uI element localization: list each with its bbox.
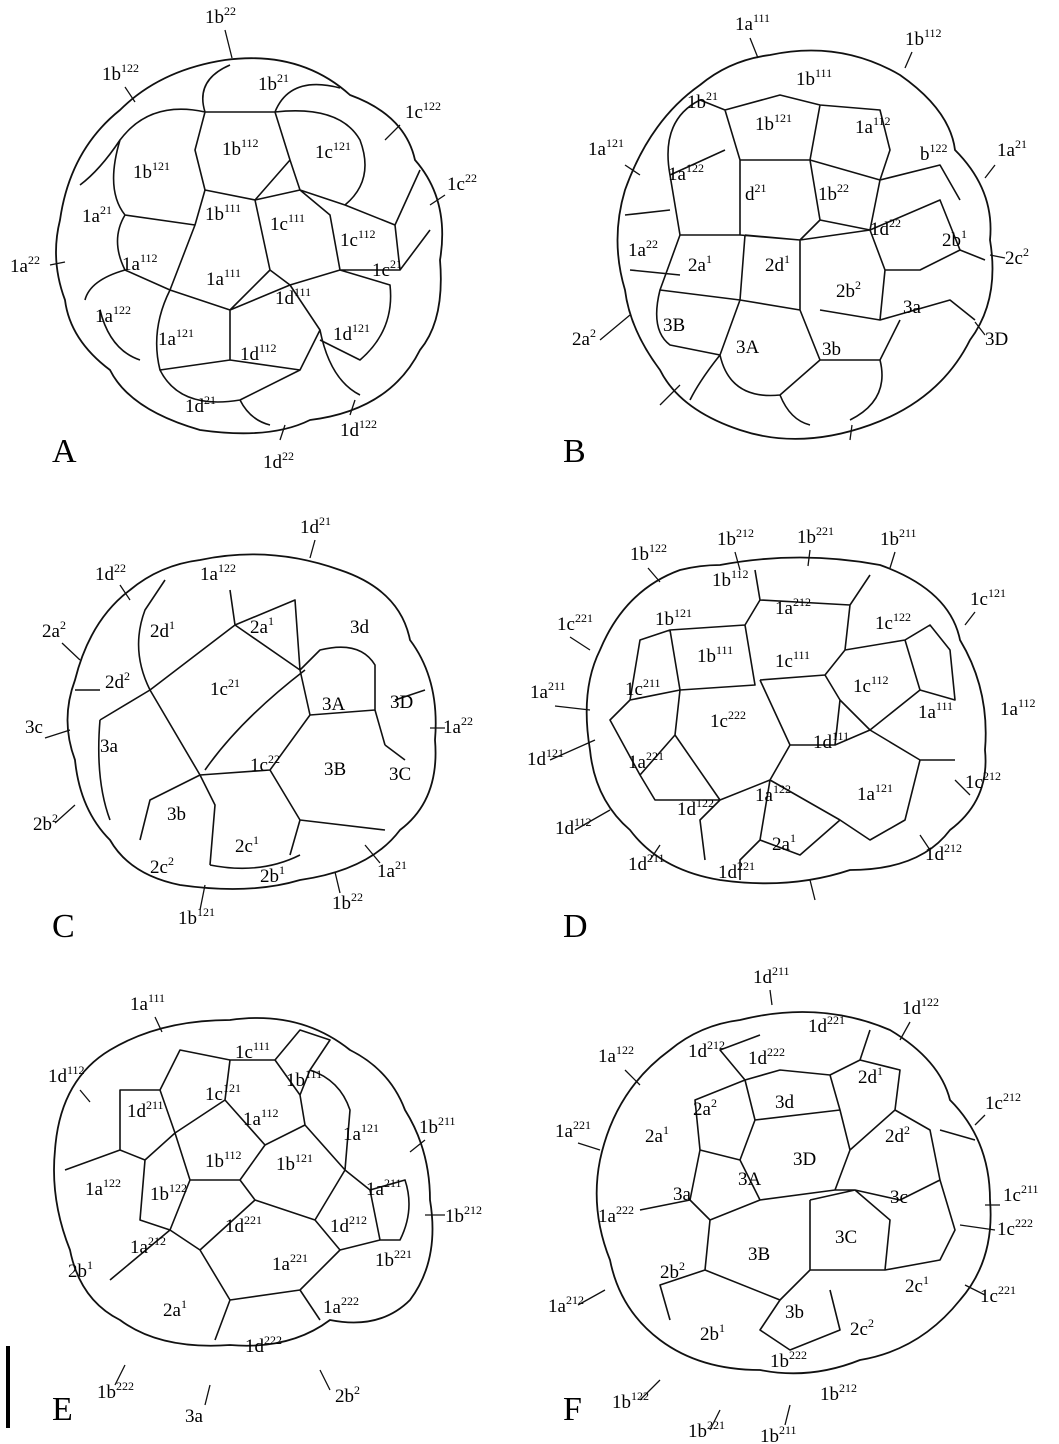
label-3b: 1d211 <box>628 851 665 875</box>
label-1b22: 3c <box>25 717 43 738</box>
label-3B: 3B <box>748 1244 770 1265</box>
label-1a111: 1b221 <box>797 524 834 548</box>
panel-D: 1a111 1b112 1b111 1b21 1b121 1a112 1a121… <box>563 11 1029 470</box>
label-1d121: 3a <box>903 297 922 318</box>
label-1b122: 3a <box>185 1406 204 1427</box>
label-3b: 3b <box>785 1302 804 1323</box>
label-2b2: 3b <box>167 804 186 825</box>
label-2d1: 3C <box>389 764 411 785</box>
panel-label-F: F <box>563 1391 582 1428</box>
label-1b212: 1b112 <box>905 26 942 50</box>
label-1c21: 1b211 <box>419 1114 456 1138</box>
label-1b211: 1b211 <box>760 1423 797 1444</box>
label-1b122: 1b122 <box>612 1389 649 1413</box>
panel-label-A: A <box>52 433 77 470</box>
panel-label-E: D <box>563 908 588 945</box>
label-1b211: 1c221 <box>557 611 593 635</box>
label-3a: 3a <box>673 1184 692 1205</box>
label-1d22: 1d22 <box>263 449 294 473</box>
label-1c22: 1c22 <box>447 171 477 195</box>
label-1b222: 1d112 <box>555 815 592 839</box>
label-1b212: 1b212 <box>820 1381 857 1405</box>
label-3D: 3D <box>793 1149 816 1170</box>
panel-C: 1a111 1c111 1d112 1c121 1b111 1d211 1a11… <box>8 991 482 1428</box>
panel-E: 1b221 1b212 1b211 1b122 1b112 1c121 1a21… <box>527 524 1036 945</box>
label-2b1: 3a <box>100 736 119 757</box>
label-1a121: 3A <box>736 337 760 358</box>
label-1b122: 1b122 <box>102 61 139 85</box>
label-1c211: 1c211 <box>1003 1182 1039 1206</box>
label-1a22: 1a22 <box>10 253 40 277</box>
label-1c222: 2c2 <box>1005 245 1029 269</box>
label-3A: 3A <box>738 1169 762 1190</box>
label-1b21: 2b2 <box>335 1383 360 1407</box>
label-1c212: 1c212 <box>985 1090 1021 1114</box>
label-1c121: 1b122 <box>630 541 667 565</box>
label-1a122: 3B <box>663 315 685 336</box>
label-1d211: 1d211 <box>753 964 790 988</box>
label-1b221: 1d121 <box>527 746 564 770</box>
label-1d22: 1a22 <box>443 714 473 738</box>
panel-F: 1d211 1d122 1d221 1d212 1a122 1d222 2d1 … <box>548 964 1039 1444</box>
panel-label-D: B <box>563 433 586 470</box>
label-2a1: 3B <box>324 759 346 780</box>
label-3d: 3d <box>775 1092 795 1113</box>
label-1d122: 1d122 <box>340 417 377 441</box>
label-1d21: 1a111 <box>130 991 165 1015</box>
panel-label-C: E <box>52 1391 73 1428</box>
label-1c221: 1c221 <box>980 1283 1016 1307</box>
label-1d221: 1a112 <box>1000 696 1036 720</box>
label-1b221: 1a111 <box>735 11 770 35</box>
label-2c2: 2b2 <box>33 811 58 835</box>
label-1c212: 3D <box>985 329 1008 350</box>
label-1d112: 1b211 <box>880 526 917 550</box>
label-1c221: 1a21 <box>997 137 1027 161</box>
panel-label-B: C <box>52 908 75 945</box>
label-1a212: 1a121 <box>588 136 624 160</box>
label-d21: 3D <box>390 692 413 713</box>
label-1a221: 2a2 <box>572 326 596 350</box>
label-1d122: 1d122 <box>902 995 939 1019</box>
label-1b22: 1b22 <box>205 4 236 28</box>
label-1c111: 1b212 <box>717 526 754 550</box>
label-1d222: 1c212 <box>965 769 1001 793</box>
label-1b212: 1a211 <box>530 679 566 703</box>
embryo-outline <box>56 58 442 433</box>
label-1b22: 1d222 <box>245 1333 282 1357</box>
label-1c222: 1c222 <box>997 1216 1033 1240</box>
label-1d211: 1c121 <box>970 586 1006 610</box>
label-1d112: 3b <box>822 339 841 360</box>
label-3C: 3C <box>835 1227 857 1248</box>
label-3b: 1b121 <box>178 905 215 929</box>
label-1c22: 1b212 <box>445 1203 482 1227</box>
embryo-outline <box>618 51 993 439</box>
panel-A: 1b22 1b122 1b21 1b121 1b112 1c121 1c122 … <box>10 4 477 473</box>
label-1a122: 1a122 <box>598 1043 634 1067</box>
label-1b112: 1d22 <box>95 561 126 585</box>
label-1c122: 1c122 <box>405 99 441 123</box>
panel-B: 1d21 1d22 1a122 2a2 2d1 2a1 3d 2d2 1c21 … <box>25 514 473 945</box>
label-3c: 3c <box>890 1187 908 1208</box>
label-1a121: 3d <box>350 617 370 638</box>
label-1a221: 1a221 <box>555 1118 591 1142</box>
label-1a111: 1d21 <box>300 514 331 538</box>
label-1b21: 2a2 <box>42 618 66 642</box>
label-3D: 1b22 <box>332 890 363 914</box>
label-1a122: 3A <box>322 694 346 715</box>
label-2a2: 1d212 <box>925 841 962 865</box>
label-1b221: 1b221 <box>688 1418 725 1442</box>
label-2a2: 1a21 <box>377 858 407 882</box>
